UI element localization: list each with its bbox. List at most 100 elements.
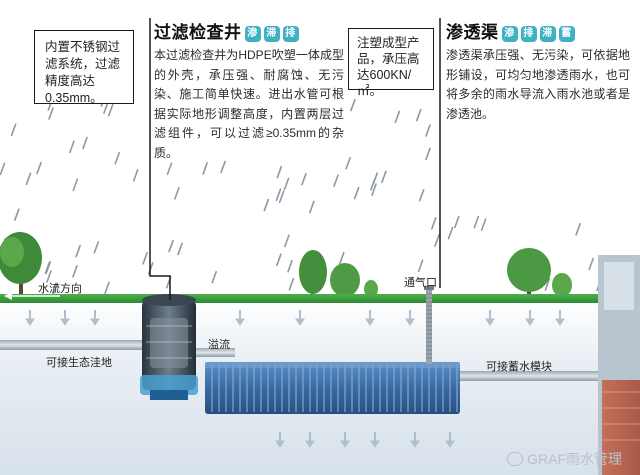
rain-drop	[168, 239, 174, 253]
label-eco-pond: 可接生态洼地	[46, 357, 112, 369]
label-overflow: 溢流	[208, 339, 230, 351]
water-flow-arrow	[4, 292, 60, 300]
infiltration-channel-description: 渗透渠承压强、无污染，可依据地形铺设，可均匀地渗透雨水，也可将多余的雨水导流入雨…	[446, 48, 630, 121]
infiltration-arrow-head	[60, 318, 70, 326]
label-storage-module: 可接蓄水模块	[486, 361, 552, 373]
rain-drop	[263, 198, 270, 212]
rain-drop	[301, 172, 307, 186]
rain-drop	[75, 244, 81, 258]
infiltration-channel-title: 渗透渠	[446, 23, 499, 42]
rain-drop	[82, 136, 88, 150]
rain-drop	[132, 168, 139, 182]
rain-drop	[473, 215, 480, 229]
rain-drop	[275, 188, 282, 201]
rain-drop	[93, 241, 100, 254]
callout-filter-system: 内置不锈钢过滤系统，过滤精度高达0.35mm。	[34, 30, 134, 105]
rain-drop	[309, 200, 315, 214]
rain-drop	[431, 217, 437, 230]
inspection-well	[140, 294, 198, 400]
infiltration-arrow-head	[370, 440, 380, 448]
vent-pipe	[424, 286, 434, 364]
rain-drop	[220, 160, 226, 174]
tree-middle-2	[330, 263, 360, 297]
infiltration-arrow-head	[295, 318, 305, 326]
rain-drop	[10, 123, 17, 137]
rain-drop	[276, 165, 283, 179]
rain-drop	[14, 208, 20, 221]
rain-drop	[345, 156, 351, 170]
infiltration-arrow-head	[445, 440, 455, 448]
pipe-overflow	[195, 348, 235, 357]
infiltration-arrow-head	[485, 318, 495, 326]
inspection-well-title: 过滤检查井	[154, 23, 242, 42]
infiltration-arrow-head	[275, 440, 285, 448]
tree-left	[0, 232, 42, 294]
infiltration-arrow-head	[525, 318, 535, 326]
tree-right	[507, 248, 572, 297]
rain-drop	[25, 172, 32, 186]
badge-channel-drain: 排	[520, 26, 537, 42]
rain-drop	[544, 278, 551, 291]
rain-drop	[353, 186, 360, 200]
watermark: GRAF雨水管理	[507, 449, 622, 469]
rain-drop	[211, 270, 217, 284]
rain-drop	[284, 234, 290, 248]
pipe-eco-pond	[0, 340, 150, 350]
rain-drop	[425, 124, 431, 137]
rain-drop	[36, 161, 42, 175]
wechat-icon	[507, 452, 524, 466]
rain-drop	[174, 186, 180, 200]
rain-drop	[278, 190, 285, 204]
rain-drop	[454, 215, 460, 229]
rain-drop	[425, 147, 431, 161]
infiltration-arrow-head	[25, 318, 35, 326]
rain-drop	[72, 265, 78, 278]
rain-drop	[381, 170, 387, 184]
rain-drop	[52, 282, 59, 296]
rain-drop	[46, 270, 52, 283]
badge-retain: 滞	[263, 26, 280, 42]
rain-drop	[447, 226, 454, 240]
rain-drop	[394, 110, 401, 124]
rain-drop	[417, 259, 424, 273]
infiltration-arrow-head	[410, 440, 420, 448]
rain-drop	[434, 234, 440, 247]
rain-drop	[104, 281, 110, 295]
rain-drop	[283, 177, 290, 191]
rain-drop	[69, 140, 75, 154]
badge-channel-store: 蓄	[558, 26, 575, 42]
inspection-well-description: 本过滤检查井为HDPE吹塑一体成型的外壳，承压强、耐腐蚀、无污染、施工简单快速。…	[154, 48, 344, 160]
rain-drop	[177, 242, 183, 256]
pipe-storage-module	[455, 371, 610, 381]
rain-drop	[371, 183, 377, 196]
label-water-flow: 水流方向	[38, 283, 82, 295]
infiltration-arrow-head	[90, 318, 100, 326]
rain-drop	[370, 178, 376, 191]
callout-leaders	[149, 18, 441, 300]
rain-drop	[72, 178, 79, 192]
rain-drop	[288, 277, 295, 291]
infiltration-channel-modules	[205, 362, 460, 414]
rain-drop	[418, 188, 425, 202]
infiltration-arrow-head	[365, 318, 375, 326]
rain-drop	[107, 103, 114, 117]
inspection-well-title-block: 过滤检查井渗滞排	[154, 18, 299, 43]
rain-drop	[415, 108, 422, 122]
rain-drop	[114, 151, 121, 165]
badge-channel-retain: 滞	[539, 26, 556, 42]
grass-band	[0, 294, 640, 303]
bush-middle	[364, 280, 378, 298]
infiltration-channel-title-block: 渗透渠渗排滞蓄	[446, 18, 575, 43]
infiltration-arrows	[25, 310, 565, 448]
infiltration-arrow-head	[235, 318, 245, 326]
badge-channel-infiltrate: 渗	[501, 26, 518, 42]
rain-drop	[287, 259, 293, 273]
infiltration-arrow-head	[305, 440, 315, 448]
rain-drop	[350, 98, 356, 112]
watermark-text: GRAF雨水管理	[527, 451, 622, 467]
rain-drop	[480, 218, 487, 231]
rain-drop	[166, 162, 173, 176]
callout-injection-molded-text: 注塑成型产品，承压高达600KN/㎡。	[357, 36, 420, 98]
rain-drop	[588, 257, 594, 271]
badge-infiltrate: 渗	[244, 26, 261, 42]
